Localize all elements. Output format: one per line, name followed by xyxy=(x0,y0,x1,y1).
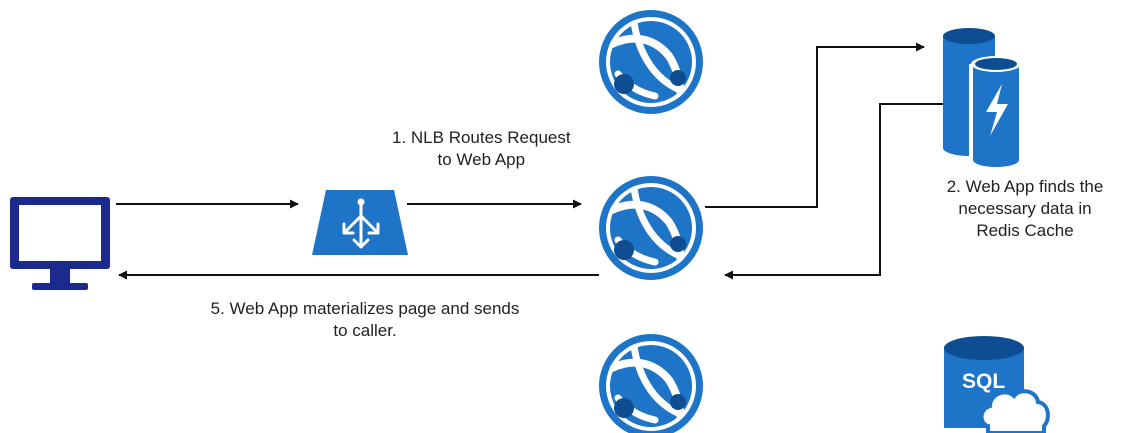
connectors xyxy=(116,42,963,280)
web-app-globe-icon-bottom xyxy=(599,334,703,433)
cloud-icon xyxy=(979,389,1050,433)
arrow-redis-to-webapp xyxy=(724,103,963,280)
step1-line1: 1. NLB Routes Request xyxy=(392,128,571,147)
sql-database-icon: SQL xyxy=(944,336,1050,433)
arrow-webapp-to-redis xyxy=(705,42,925,208)
step2-line1: 2. Web App finds the xyxy=(946,177,1104,196)
web-app-globe-icon-middle xyxy=(599,176,703,280)
step5-line2: to caller. xyxy=(333,321,397,340)
step5-label: 5. Web App materializes page and sends t… xyxy=(205,298,525,342)
monitor-icon xyxy=(10,197,110,290)
load-balancer-icon xyxy=(312,190,408,255)
sql-label: SQL xyxy=(962,370,1005,393)
step1-line2: to Web App xyxy=(437,150,526,169)
step2-line3: Redis Cache xyxy=(976,221,1074,240)
web-app-globe-icon-top xyxy=(599,10,703,114)
step2-line2: necessary data in xyxy=(958,199,1092,218)
step5-line1: 5. Web App materializes page and sends xyxy=(210,299,520,318)
step2-label: 2. Web App finds the necessary data in R… xyxy=(925,176,1125,242)
redis-cache-icon xyxy=(943,28,1021,167)
step1-label: 1. NLB Routes Request to Web App xyxy=(392,127,571,171)
